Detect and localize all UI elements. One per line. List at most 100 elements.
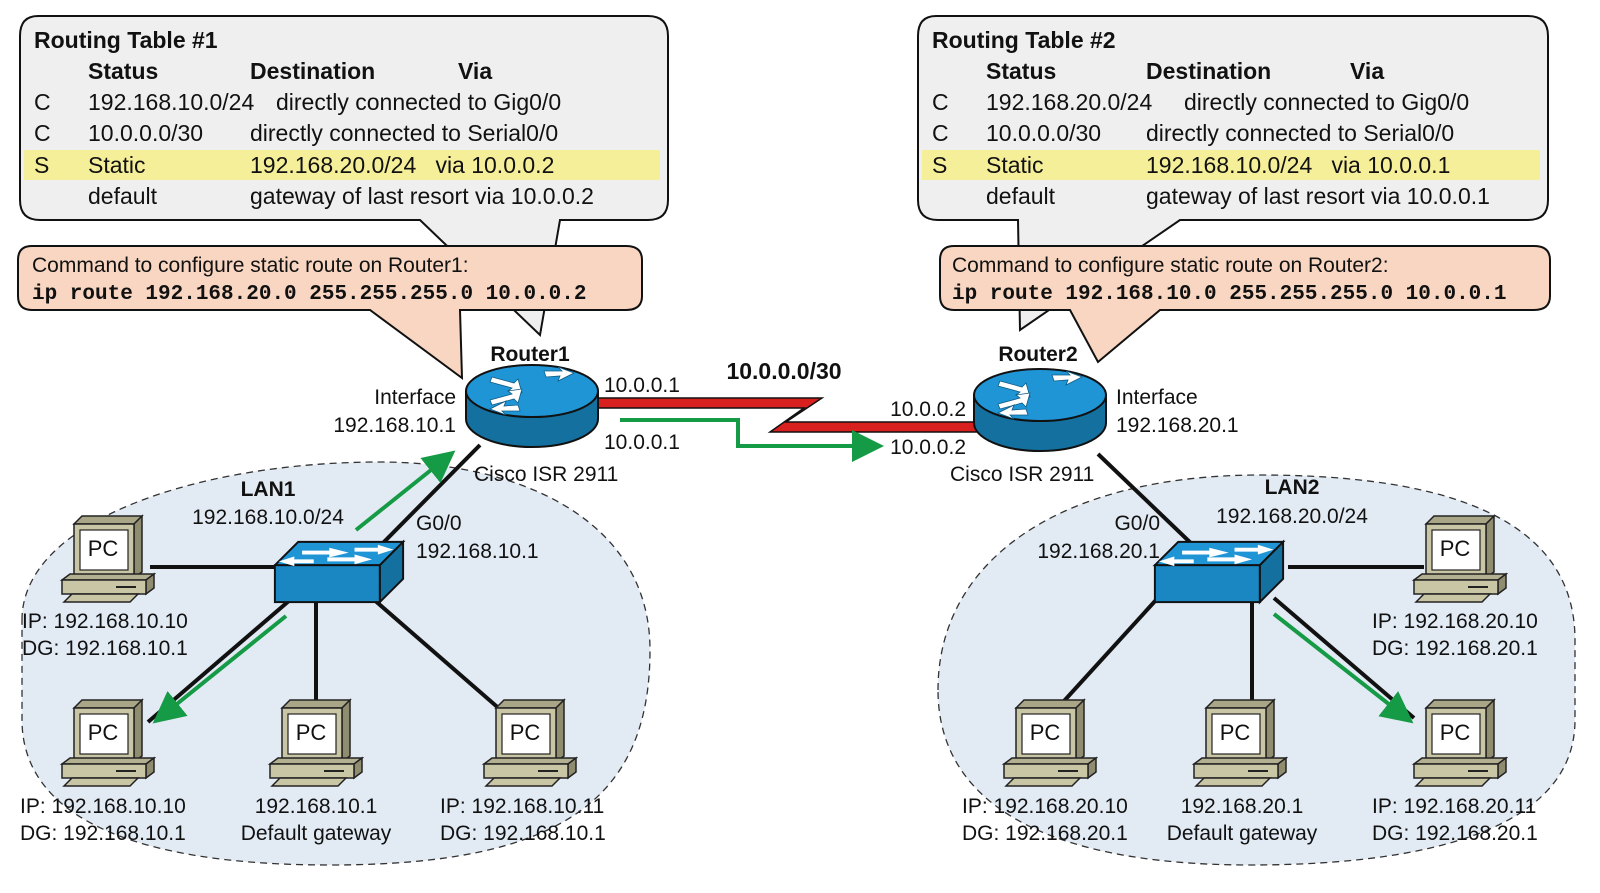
switch1-icon[interactable]: [273, 540, 405, 604]
command-caption: Command to configure static route on Rou…: [32, 254, 469, 277]
command-callout-1: Command to configure static route on Rou…: [17, 245, 643, 381]
svg-text:gateway of last resort via 10.: gateway of last resort via 10.0.0.2: [250, 183, 594, 209]
lan2-pc-1[interactable]: PC: [1003, 699, 1097, 787]
wan-network-label: 10.0.0.0/30: [726, 358, 841, 384]
router2-interface-label: Interface: [1116, 386, 1198, 409]
svg-text:PC: PC: [1440, 720, 1471, 745]
pc-address-label: 192.168.10.1 Default gateway: [241, 795, 392, 845]
svg-text:192.168.10.0/24 via 10.0.0.1: 192.168.10.0/24 via 10.0.0.1: [1146, 152, 1450, 178]
router1-serial-ip-flow: 10.0.0.1: [604, 431, 680, 454]
svg-text:C: C: [932, 120, 949, 146]
svg-text:default: default: [986, 183, 1056, 209]
router1-model: Cisco ISR 2911: [474, 463, 618, 486]
pc-address-label: IP: 192.168.20.10 DG: 192.168.20.1: [962, 795, 1128, 845]
highlight-row: [922, 150, 1540, 180]
lan2-gateway-port: G0/0: [1114, 512, 1160, 535]
svg-text:PC: PC: [296, 720, 327, 745]
svg-text:default: default: [88, 183, 158, 209]
pc-address-label: 192.168.20.1 Default gateway: [1167, 795, 1318, 845]
svg-text:192.168.20.1: 192.168.20.1: [1181, 795, 1304, 818]
svg-text:DG: 192.168.20.1: DG: 192.168.20.1: [1372, 637, 1538, 660]
svg-text:gateway of last resort via 10.: gateway of last resort via 10.0.0.1: [1146, 183, 1490, 209]
flow-arrow-across-wan: [620, 418, 884, 462]
svg-text:10.0.0.0/30: 10.0.0.0/30: [986, 120, 1101, 146]
svg-text:IP: 192.168.10.11: IP: 192.168.10.11: [440, 795, 604, 818]
command-text: ip route 192.168.20.0 255.255.255.0 10.0…: [32, 283, 587, 306]
link-router1-switch1: [376, 443, 482, 550]
table-row: C 192.168.10.0/24 directly connected to …: [34, 89, 561, 115]
lan2-network: 192.168.20.0/24: [1216, 505, 1368, 528]
router1-name: Router1: [490, 343, 570, 366]
lan1-links: [146, 443, 512, 724]
svg-text:PC: PC: [88, 536, 119, 561]
lan1-gateway-port: G0/0: [416, 512, 462, 535]
lan2-pc-2[interactable]: PC: [1193, 699, 1287, 787]
flow-arrow-pc-to-switch: [152, 614, 288, 724]
header-status: Status: [986, 58, 1056, 84]
table-row: C 10.0.0.0/30 directly connected to Seri…: [34, 120, 558, 146]
pc-address-label: IP: 192.168.10.11 DG: 192.168.10.1: [440, 795, 606, 845]
router2-serial-ip-flow: 10.0.0.2: [890, 436, 966, 459]
svg-text:PC: PC: [1030, 720, 1061, 745]
svg-text:Static: Static: [986, 152, 1044, 178]
lan2-pc-3[interactable]: PC: [1413, 699, 1507, 787]
svg-text:C: C: [932, 89, 949, 115]
svg-text:10.0.0.0/30: 10.0.0.0/30: [88, 120, 203, 146]
lan1-pc-left[interactable]: PC: [61, 515, 155, 603]
flow-arrow-switch-to-router1: [354, 450, 456, 532]
svg-text:directly connected to Serial0/: directly connected to Serial0/0: [250, 120, 558, 146]
svg-text:Default gateway: Default gateway: [241, 822, 392, 845]
table-title: Routing Table #1: [34, 27, 218, 53]
router2-serial-ip: 10.0.0.2: [890, 398, 966, 421]
lan1-gateway-ip: 192.168.10.1: [416, 540, 539, 563]
svg-text:IP: 192.168.10.10: IP: 192.168.10.10: [22, 610, 188, 633]
svg-text:192.168.10.0/24: 192.168.10.0/24: [88, 89, 254, 115]
table-row: S Static 192.168.20.0/24 via 10.0.0.2: [34, 152, 554, 178]
svg-text:PC: PC: [1440, 536, 1471, 561]
switch2-icon[interactable]: [1153, 540, 1285, 604]
svg-text:DG: 192.168.10.1: DG: 192.168.10.1: [22, 637, 188, 660]
svg-text:C: C: [34, 89, 51, 115]
router1-icon[interactable]: [464, 363, 600, 449]
link-router2-switch2: [1096, 452, 1198, 550]
header-status: Status: [88, 58, 158, 84]
svg-text:S: S: [932, 152, 947, 178]
table-row: default gateway of last resort via 10.0.…: [88, 183, 594, 209]
packet-flow: [152, 418, 1414, 724]
svg-text:PC: PC: [1220, 720, 1251, 745]
flow-arrow-switch2-to-pc: [1272, 612, 1414, 724]
pc-address-label: IP: 192.168.10.10 DG: 192.168.10.1: [22, 610, 188, 660]
link-switch2-pc1: [1052, 598, 1158, 714]
table-title: Routing Table #2: [932, 27, 1116, 53]
command-caption: Command to configure static route on Rou…: [952, 254, 1389, 277]
lan1-pc-2[interactable]: PC: [269, 699, 363, 787]
header-via: Via: [458, 58, 492, 84]
svg-text:IP: 192.168.20.10: IP: 192.168.20.10: [1372, 610, 1538, 633]
table-row: S Static 192.168.10.0/24 via 10.0.0.1: [932, 152, 1450, 178]
router2-interface-ip: 192.168.20.1: [1116, 414, 1239, 437]
lan1-network: 192.168.10.0/24: [192, 506, 344, 529]
lan1-pc-1[interactable]: PC: [61, 699, 155, 787]
table-row: C 10.0.0.0/30 directly connected to Seri…: [932, 120, 1454, 146]
header-via: Via: [1350, 58, 1384, 84]
router2-icon[interactable]: [972, 367, 1108, 453]
lan2-pc-right[interactable]: PC: [1413, 515, 1507, 603]
command-callout-2: Command to configure static route on Rou…: [939, 245, 1551, 364]
svg-text:DG: 192.168.10.1: DG: 192.168.10.1: [20, 822, 186, 845]
lan2-gateway-ip: 192.168.20.1: [1037, 540, 1160, 563]
svg-text:S: S: [34, 152, 49, 178]
router2-name: Router2: [998, 343, 1077, 366]
svg-text:DG: 192.168.20.1: DG: 192.168.20.1: [1372, 822, 1538, 845]
router1-serial-ip: 10.0.0.1: [604, 374, 680, 397]
svg-text:192.168.10.1: 192.168.10.1: [255, 795, 378, 818]
svg-text:DG: 192.168.10.1: DG: 192.168.10.1: [440, 822, 606, 845]
lan1-pc-3[interactable]: PC: [483, 699, 577, 787]
command-text: ip route 192.168.10.0 255.255.255.0 10.0…: [952, 283, 1507, 306]
router1-interface-label: Interface: [374, 386, 456, 409]
svg-text:PC: PC: [510, 720, 541, 745]
svg-text:192.168.20.0/24: 192.168.20.0/24: [986, 89, 1152, 115]
header-destination: Destination: [250, 58, 375, 84]
router2-model: Cisco ISR 2911: [950, 463, 1094, 486]
svg-text:IP: 192.168.10.10: IP: 192.168.10.10: [20, 795, 186, 818]
svg-text:directly connected to Gig0/0: directly connected to Gig0/0: [276, 89, 561, 115]
